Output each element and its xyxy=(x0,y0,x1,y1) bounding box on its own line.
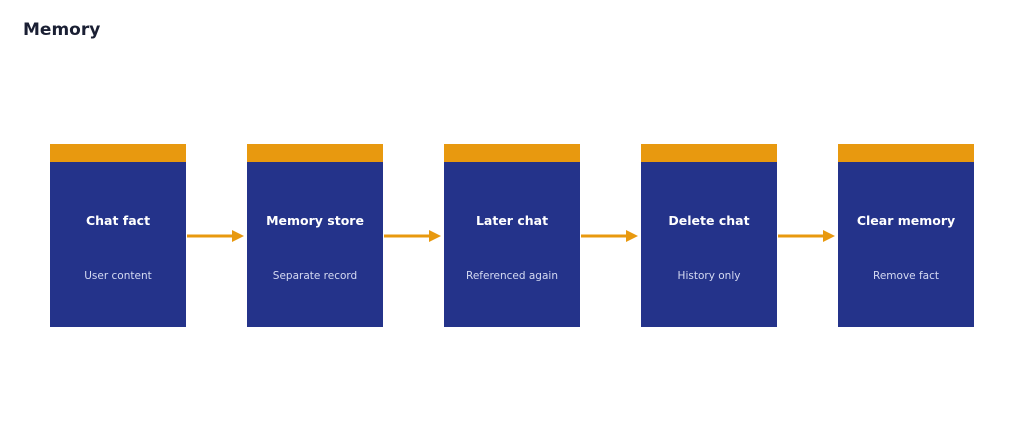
step-box-memory-store: Memory store Separate record xyxy=(247,144,383,327)
step-box-chat-fact: Chat fact User content xyxy=(50,144,186,327)
step-box-clear-memory: Clear memory Remove fact xyxy=(838,144,974,327)
arrow-right-icon xyxy=(581,230,638,242)
arrow-right-icon xyxy=(778,230,835,242)
step-title: Memory store xyxy=(266,213,364,228)
step-subtitle: History only xyxy=(677,270,741,282)
step-box-cap xyxy=(444,144,580,162)
step-title: Later chat xyxy=(475,213,549,228)
step-title: Delete chat xyxy=(668,213,750,228)
step-title: Chat fact xyxy=(85,213,151,228)
step-box-cap xyxy=(247,144,383,162)
step-subtitle: Referenced again xyxy=(466,270,558,282)
step-box-delete-chat: Delete chat History only xyxy=(641,144,777,327)
step-box-cap xyxy=(641,144,777,162)
arrow-right-icon xyxy=(384,230,441,242)
step-subtitle: User content xyxy=(84,270,152,282)
page-title: Memory xyxy=(23,20,101,40)
step-box-later-chat: Later chat Referenced again xyxy=(444,144,580,327)
step-subtitle: Separate record xyxy=(272,270,358,282)
arrow-right-icon xyxy=(187,230,244,242)
step-subtitle: Remove fact xyxy=(873,270,939,282)
step-title: Clear memory xyxy=(856,213,956,228)
step-box-cap xyxy=(50,144,186,162)
step-box-cap xyxy=(838,144,974,162)
